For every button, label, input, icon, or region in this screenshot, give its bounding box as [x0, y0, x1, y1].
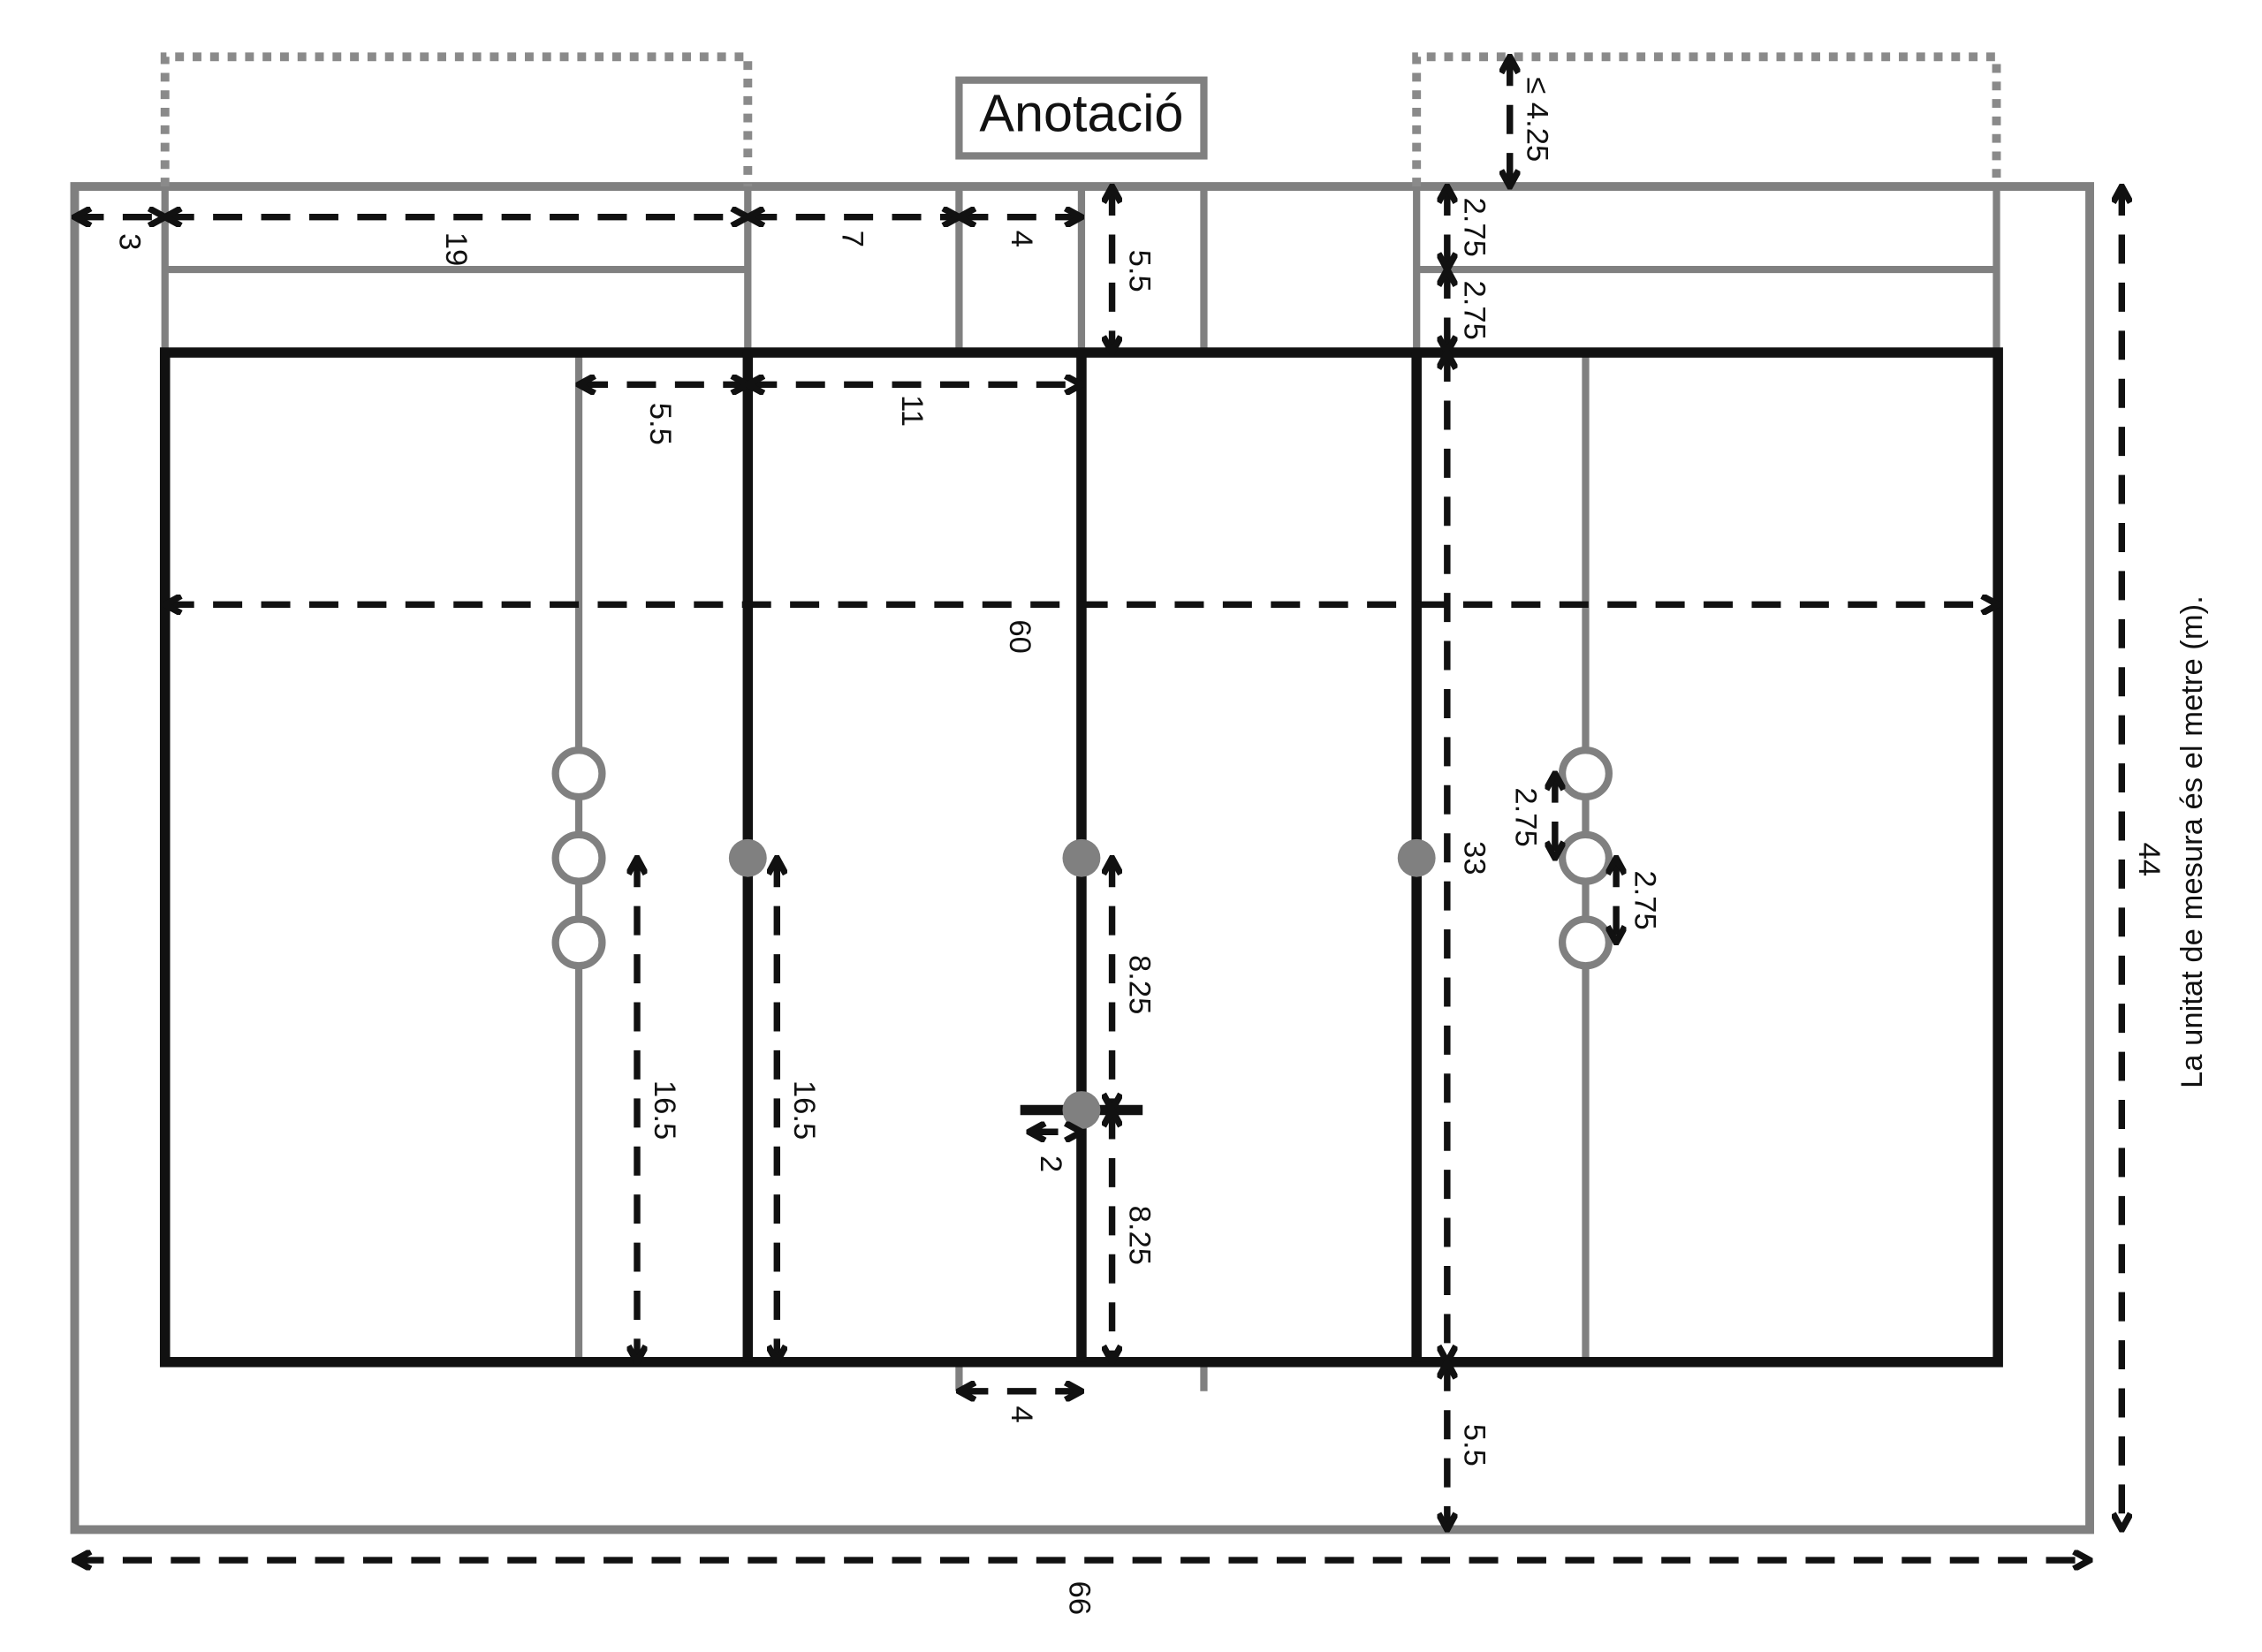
- label-fifteen-spot-height: 16.5: [787, 1080, 821, 1140]
- bench-zone-left: [161, 186, 752, 353]
- unit-note: La unitat de mesura és el metre (m).: [2175, 595, 2209, 1088]
- label-top-strip-2: 2.75: [1458, 281, 1492, 340]
- spot-center: [1062, 838, 1101, 877]
- label-left-margin: 3: [113, 233, 147, 250]
- ring-left-3: [551, 915, 606, 970]
- warmup-area-right: [1412, 52, 2001, 187]
- label-bench-length: 19: [439, 232, 473, 267]
- annotation-label: Anotació: [979, 83, 1183, 142]
- label-left-spot-height: 16.5: [648, 1080, 681, 1140]
- label-total-width: 66: [1063, 1581, 1097, 1616]
- warmup-area-left: [160, 52, 753, 187]
- label-bench-gap: 7: [836, 231, 869, 247]
- label-center-upper: 8.25: [1122, 955, 1156, 1014]
- label-fifteen-to-center: 11: [895, 395, 929, 427]
- label-bottom-table: 4: [1005, 1406, 1038, 1423]
- ring-left-2: [551, 830, 606, 885]
- label-top-strip-1: 2.75: [1458, 198, 1492, 257]
- label-bottom-margin: 5.5: [1458, 1424, 1492, 1466]
- label-circle-spacing-2: 2.75: [1628, 870, 1662, 929]
- label-circle-spacing-1: 2.75: [1508, 787, 1542, 846]
- label-ten-to-fifteen: 5.5: [643, 403, 677, 445]
- spot-fifteen-left: [728, 838, 767, 877]
- label-field-length: 60: [1003, 619, 1036, 654]
- label-top-margin: 5.5: [1122, 250, 1156, 292]
- ring-left-1: [551, 746, 606, 801]
- annotation-box: [955, 76, 1208, 160]
- spot-fifteen-right: [1397, 838, 1436, 877]
- ring-right-2: [1558, 830, 1613, 885]
- ring-right-1: [1558, 746, 1613, 801]
- ring-right-3: [1558, 915, 1613, 970]
- table-lines: [955, 186, 1208, 353]
- label-field-width: 33: [1458, 841, 1492, 875]
- label-warmup-limit: ≤ 4.25: [1521, 77, 1554, 162]
- label-table-half: 4: [1005, 231, 1038, 247]
- label-center-mark: 2: [1034, 1156, 1067, 1172]
- spot-center-mark: [1062, 1091, 1101, 1129]
- bench-zone-right: [1413, 186, 2000, 353]
- label-total-height: 44: [2132, 843, 2166, 877]
- label-center-lower: 8.25: [1122, 1206, 1156, 1265]
